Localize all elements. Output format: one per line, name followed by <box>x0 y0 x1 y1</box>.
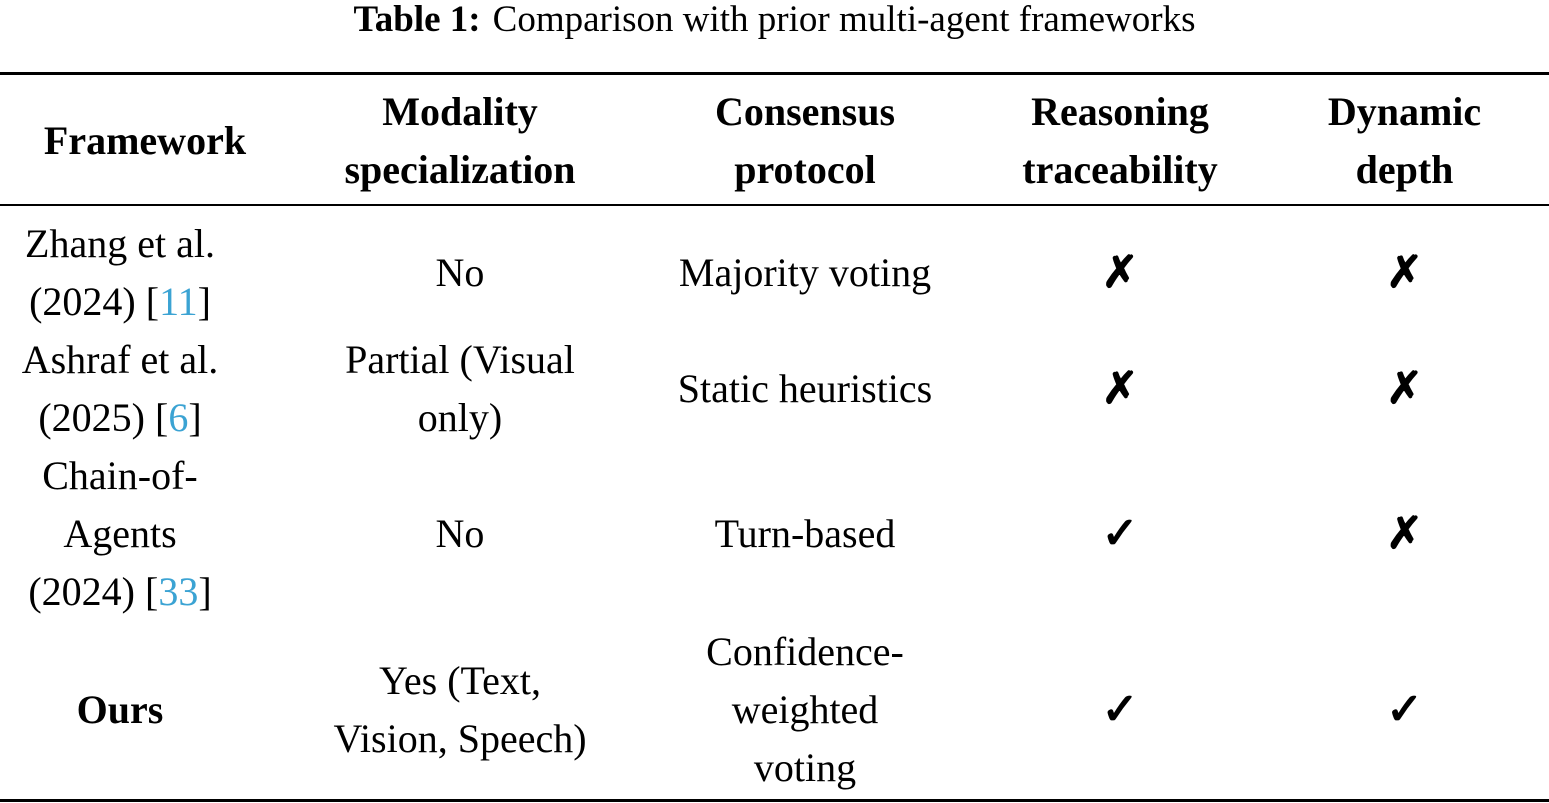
row1-modality: No <box>435 250 485 295</box>
cross-icon: ✗ <box>1386 364 1423 413</box>
row1-consensus: Majority voting <box>678 250 932 295</box>
check-icon: ✓ <box>1386 685 1423 734</box>
header-depth: Dynamic depth <box>1327 89 1482 192</box>
citation-link[interactable]: 11 <box>159 279 198 324</box>
row4-modality: Yes (Text, Vision, Speech) <box>333 658 587 761</box>
header-consensus: Consensus protocol <box>714 89 896 192</box>
row2-modality: Partial (Visual only) <box>345 337 575 440</box>
row3-modality: No <box>435 511 485 556</box>
top-rule <box>0 72 1549 75</box>
cross-icon: ✗ <box>1101 248 1139 297</box>
cross-icon: ✗ <box>1386 248 1423 297</box>
caption-label: Table 1: <box>353 0 481 40</box>
check-icon: ✓ <box>1101 685 1139 734</box>
row3-framework: Chain-of- Agents (2024) [33] <box>28 453 212 614</box>
header-traceability: Reasoning traceability <box>1022 89 1218 192</box>
row2-framework: Ashraf et al. (2025) [6] <box>21 337 219 440</box>
citation-link[interactable]: 6 <box>168 395 189 440</box>
row3-consensus: Turn-based <box>714 511 896 556</box>
caption-text: Comparison with prior multi-agent framew… <box>492 0 1196 40</box>
bottom-rule <box>0 799 1549 802</box>
citation-link[interactable]: 33 <box>158 569 199 614</box>
row4-consensus: Confidence- weighted voting <box>706 629 904 790</box>
cross-icon: ✗ <box>1101 364 1139 413</box>
table-caption: Table 1: Comparison with prior multi-agen… <box>0 0 1549 40</box>
header-rule <box>0 204 1549 206</box>
check-icon: ✓ <box>1101 509 1139 558</box>
header-framework: Framework <box>43 118 247 163</box>
cross-icon: ✗ <box>1386 509 1423 558</box>
header-modality: Modality specialization <box>344 89 576 192</box>
row2-consensus: Static heuristics <box>677 366 933 411</box>
row1-framework: Zhang et al. (2024) [11] <box>25 221 215 324</box>
row4-framework: Ours <box>76 687 164 732</box>
